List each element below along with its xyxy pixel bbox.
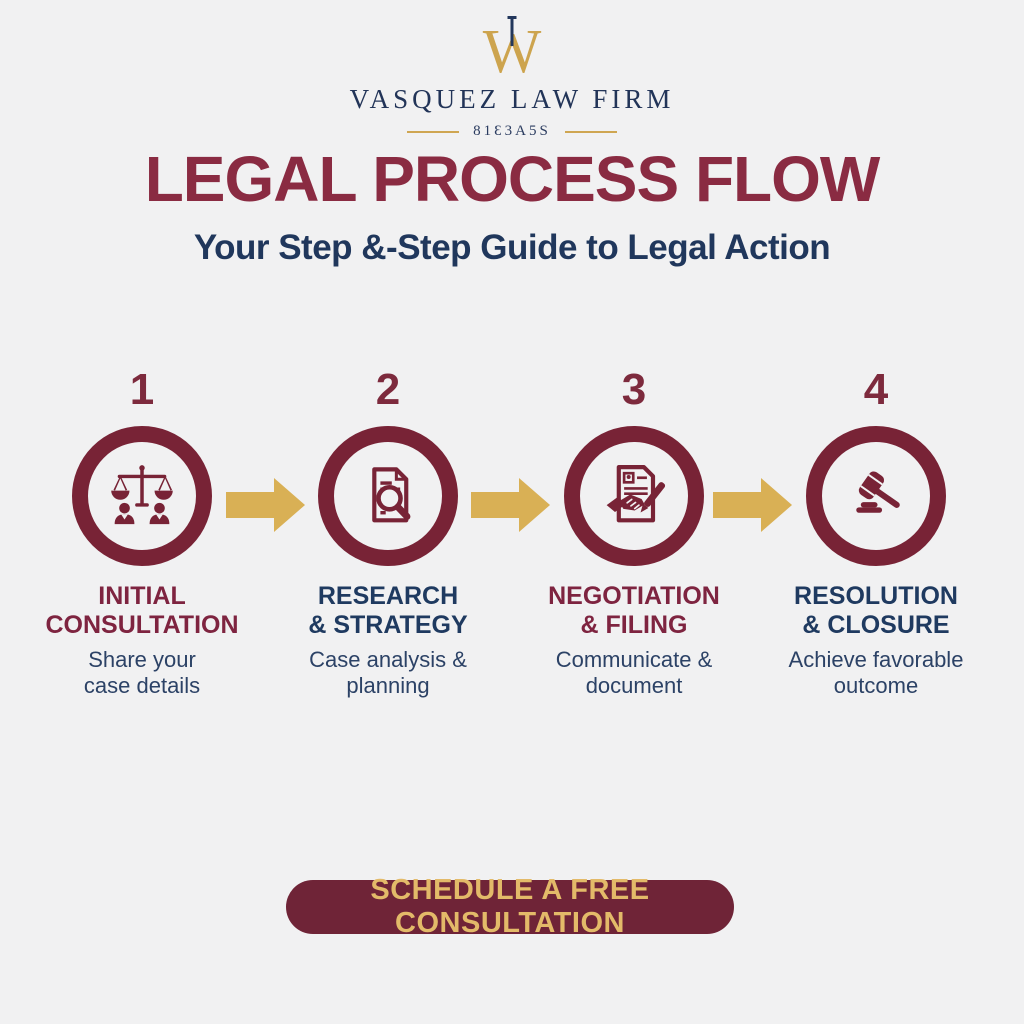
monogram-vertical-bar (507, 16, 517, 46)
flow-arrow-1 (226, 478, 306, 532)
step-description: Case analysis & planning (309, 647, 467, 698)
firm-name: VASQUEZ LAW FIRM (349, 84, 675, 114)
step-title: INITIAL CONSULTATION (45, 582, 239, 639)
step-description: Share your case details (83, 647, 201, 698)
document-magnifier-icon (372, 467, 411, 523)
step-title: RESOLUTION & CLOSURE (794, 582, 958, 639)
gavel-icon (856, 471, 900, 513)
step-description: Achieve favorable outcome (788, 647, 964, 698)
step-title: NEGOTIATION & FILING (548, 582, 720, 639)
step-circle (564, 426, 704, 566)
tagline-text: 81Ɛ3A5S (473, 123, 551, 139)
contract-handshake-pen-icon (606, 465, 666, 523)
brand-header: W VASQUEZ LAW FIRM 81Ɛ3A5S (0, 16, 1024, 140)
step-circle (72, 426, 212, 566)
tagline-row: 81Ɛ3A5S (0, 123, 1024, 140)
scales-of-justice-people-icon (111, 465, 173, 525)
flow-arrow-3 (713, 478, 793, 532)
step-number: 1 (129, 365, 155, 414)
tagline-left-rule (407, 130, 460, 133)
step-number: 4 (863, 365, 889, 414)
schedule-consultation-button[interactable]: SCHEDULE A FREE CONSULTATION (286, 874, 734, 939)
tagline-right-rule (564, 130, 617, 133)
step-description: Communicate & document (555, 647, 713, 698)
step-4-resolution-closure: 4 RESOLUTION & CLOSURE Achieve favorable (758, 366, 994, 699)
step-title: RESEARCH & STRATEGY (308, 582, 468, 639)
page-subtitle: Your Step &-Step Guide to Legal Action (193, 228, 831, 267)
law-firm-monogram-logo: W (483, 16, 541, 88)
step-number: 2 (375, 365, 401, 414)
step-number: 3 (621, 365, 647, 414)
step-circle (806, 426, 946, 566)
flow-arrow-2 (471, 478, 551, 532)
step-3-negotiation-filing: 3 (516, 366, 752, 699)
step-1-initial-consultation: 1 (24, 366, 260, 699)
step-2-research-strategy: 2 RESEARCH & STRATEGY Case analysis & pl… (270, 366, 506, 699)
step-circle (318, 426, 458, 566)
page-title: LEGAL PROCESS FLOW (144, 143, 881, 215)
